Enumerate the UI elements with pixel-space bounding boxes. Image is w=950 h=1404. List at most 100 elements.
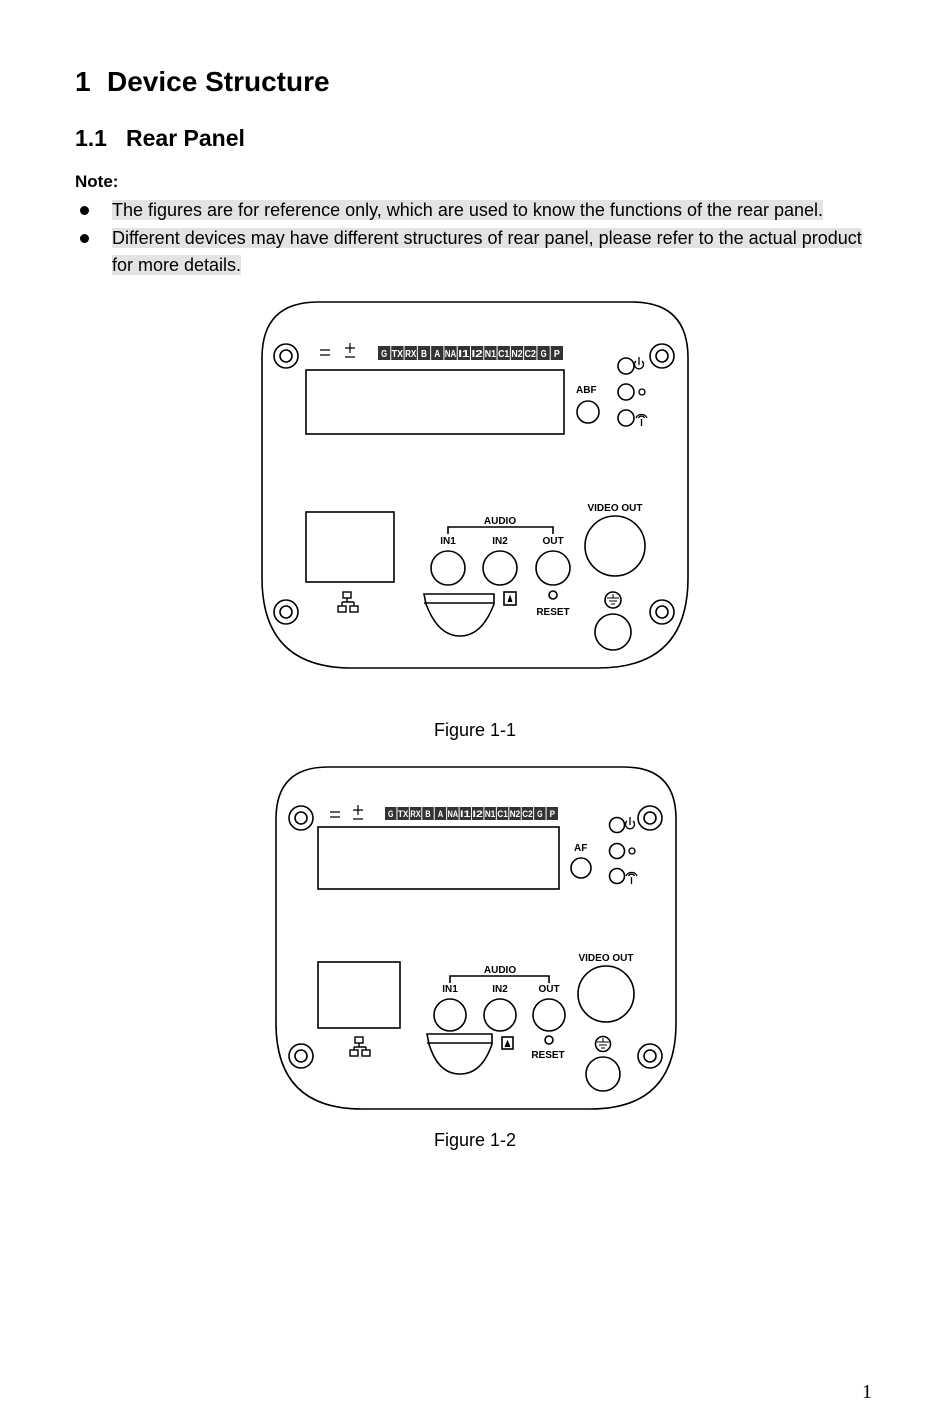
video-out-label: VIDEO OUT [578,953,633,964]
network-icon [349,1036,371,1057]
focus-button [570,857,592,879]
sd-card-slot [423,593,495,637]
terminal-rx: RX [409,807,422,820]
network-port [305,511,395,583]
svg-text:I1: I1 [460,809,470,819]
svg-text:P: P [550,809,555,819]
audio-out-jack [532,998,566,1032]
svg-text:G: G [537,809,542,819]
terminal-tx: TX [397,807,409,820]
note-label: Note: [75,172,119,191]
ground-icon [604,591,622,609]
screw-icon [273,343,299,369]
network-led [608,867,626,885]
note-text: Different devices may have different str… [112,227,862,275]
svg-text:P: P [554,349,560,360]
terminal-g: G [537,346,550,360]
terminal-c1: C1 [496,807,509,820]
light-led [608,842,626,860]
screw-icon [637,805,663,831]
panel-outline [261,301,689,669]
terminal-tx: TX [391,346,404,360]
screw-icon [649,599,675,625]
svg-text:RX: RX [405,349,417,360]
audio-in2-label: IN2 [492,984,508,995]
audio-in2-jack [482,550,518,586]
terminal-i2: I2 [472,807,484,820]
svg-text:I2: I2 [472,349,484,360]
audio-in2-label: IN2 [492,536,508,547]
chapter-title: Device Structure [107,66,330,97]
audio-bracket [449,975,550,983]
reset-label: RESET [536,607,569,618]
svg-text:G: G [388,809,393,819]
section-title: Rear Panel [126,125,245,151]
terminal-n2: N2 [509,807,521,820]
light-icon [628,847,636,855]
terminal-i1: I1 [457,346,470,360]
network-icon [337,591,359,613]
ground-icon [594,1035,612,1053]
audio-out-label: OUT [542,536,563,547]
audio-out-jack [535,550,571,586]
power-icon [624,817,636,830]
svg-text:RX: RX [410,809,420,819]
bullet-icon [80,206,89,215]
terminal-c1: C1 [497,346,510,360]
bullet-icon [80,233,89,243]
svg-text:N1: N1 [485,349,497,360]
svg-text:G: G [541,349,547,360]
reset-label: RESET [531,1050,564,1061]
audio-bracket [447,526,554,534]
audio-label: AUDIO [484,965,516,976]
terminal-b: B [417,346,431,360]
svg-text:G: G [381,349,387,360]
video-out-bnc [584,515,646,577]
focus-button [576,400,600,424]
audio-in1-jack [433,998,467,1032]
audio-label: AUDIO [484,516,516,527]
page-number: 1 [862,1381,872,1403]
svg-text:C2: C2 [522,809,532,819]
note-item: Different devices may have different str… [75,225,865,280]
svg-text:TX: TX [398,809,408,819]
terminal-c2: C2 [524,346,537,360]
label-area [317,826,560,890]
svg-text:I1: I1 [458,349,470,360]
chapter-number: 1 [75,66,91,97]
wireless-icon [635,413,648,426]
svg-text:A: A [438,809,444,819]
video-out-bnc [577,965,635,1023]
video-out-label: VIDEO OUT [587,503,642,514]
sd-card-slot [426,1033,493,1075]
screw-icon [637,1043,663,1069]
panel-outline [275,766,677,1110]
audio-in1-label: IN1 [442,984,458,995]
terminal-na: NA [447,807,459,820]
sd-card-icon [501,1036,514,1050]
svg-text:NA: NA [448,809,459,819]
terminal-i1: I1 [459,807,471,820]
power-icon [633,357,645,370]
audio-out-label: OUT [538,984,559,995]
terminal-n2: N2 [510,346,524,360]
terminal-i2: I2 [471,346,483,360]
terminal-na: NA [444,346,457,360]
screw-icon [288,805,314,831]
terminal-rx: RX [404,346,417,360]
screw-icon [649,343,675,369]
svg-text:B: B [425,809,431,819]
terminal-b: B [422,807,434,820]
note-item: The figures are for reference only, whic… [75,197,865,225]
focus-label: ABF [576,385,597,396]
light-icon [638,388,646,396]
svg-text:A: A [434,349,440,360]
audio-in2-jack [483,998,517,1032]
svg-text:I2: I2 [473,809,483,819]
svg-text:TX: TX [392,349,404,360]
terminal-g: G [378,346,391,360]
focus-label: AF [574,843,587,854]
svg-text:C1: C1 [497,809,507,819]
